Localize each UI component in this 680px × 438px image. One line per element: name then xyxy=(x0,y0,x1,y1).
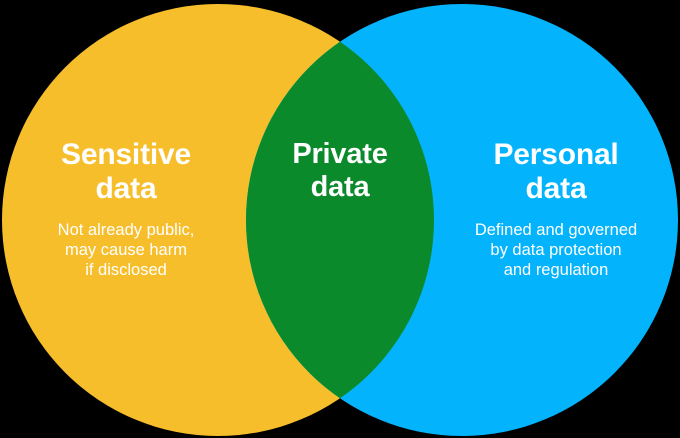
circle-private-overlap[interactable] xyxy=(246,4,678,436)
label-group-personal: Personal data Defined and governed by da… xyxy=(440,138,672,280)
sensitive-title: Sensitive data xyxy=(61,138,191,205)
personal-title: Personal data xyxy=(493,138,619,205)
label-group-private: Private data xyxy=(262,138,418,204)
private-title: Private data xyxy=(292,138,388,203)
personal-subtitle: Defined and governed by data protection … xyxy=(474,220,638,280)
sensitive-subtitle: Not already public, may cause harm if di… xyxy=(57,220,195,280)
label-group-sensitive: Sensitive data Not already public, may c… xyxy=(10,138,242,280)
